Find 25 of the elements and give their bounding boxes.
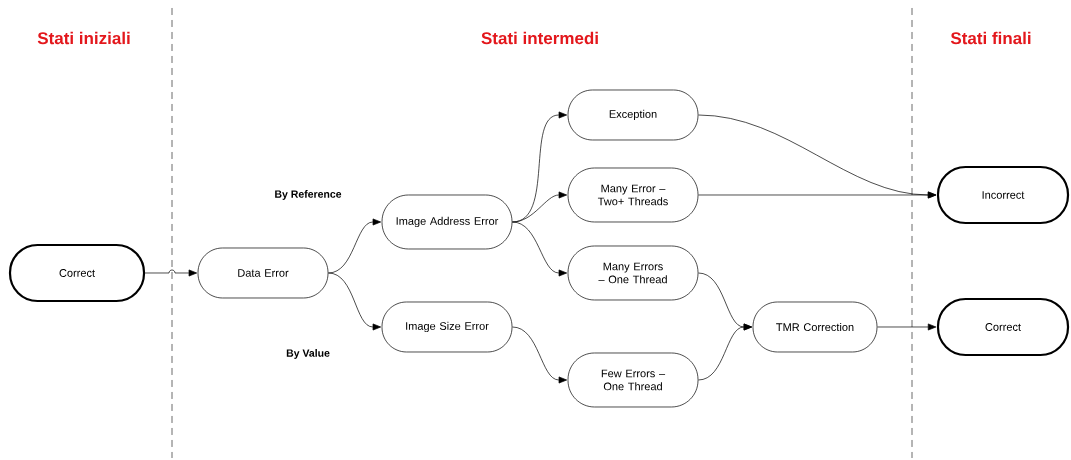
edge-label: By Reference	[273, 189, 343, 201]
arrow	[698, 191, 937, 199]
arrow	[328, 218, 382, 274]
state-box: Few Errors – One Thread	[567, 352, 699, 408]
arrow	[328, 272, 382, 331]
state-box: Exception	[567, 89, 699, 141]
section-heading: Stati intermedi	[478, 29, 602, 47]
arrow	[698, 323, 753, 381]
arrow	[512, 191, 568, 223]
arrow	[512, 326, 568, 384]
section-heading: Stati iniziali	[35, 29, 133, 47]
state-box: Data Error	[197, 247, 329, 299]
state-box: Incorrect	[936, 165, 1070, 225]
arrow	[512, 221, 568, 277]
section-heading: Stati finali	[948, 29, 1034, 47]
state-box: TMR Correction	[752, 301, 878, 353]
arrow	[144, 269, 198, 277]
arrow	[877, 323, 937, 331]
state-box: Image Size Error	[381, 301, 513, 353]
state-box: Correct	[8, 243, 146, 303]
state-box: Image Address Error	[381, 194, 513, 250]
edge-label: By Value	[285, 348, 331, 360]
state-box: Many Errors – One Thread	[567, 245, 699, 301]
state-box: Correct	[936, 297, 1070, 357]
state-box: Many Error – Two+ Threads	[567, 167, 699, 223]
